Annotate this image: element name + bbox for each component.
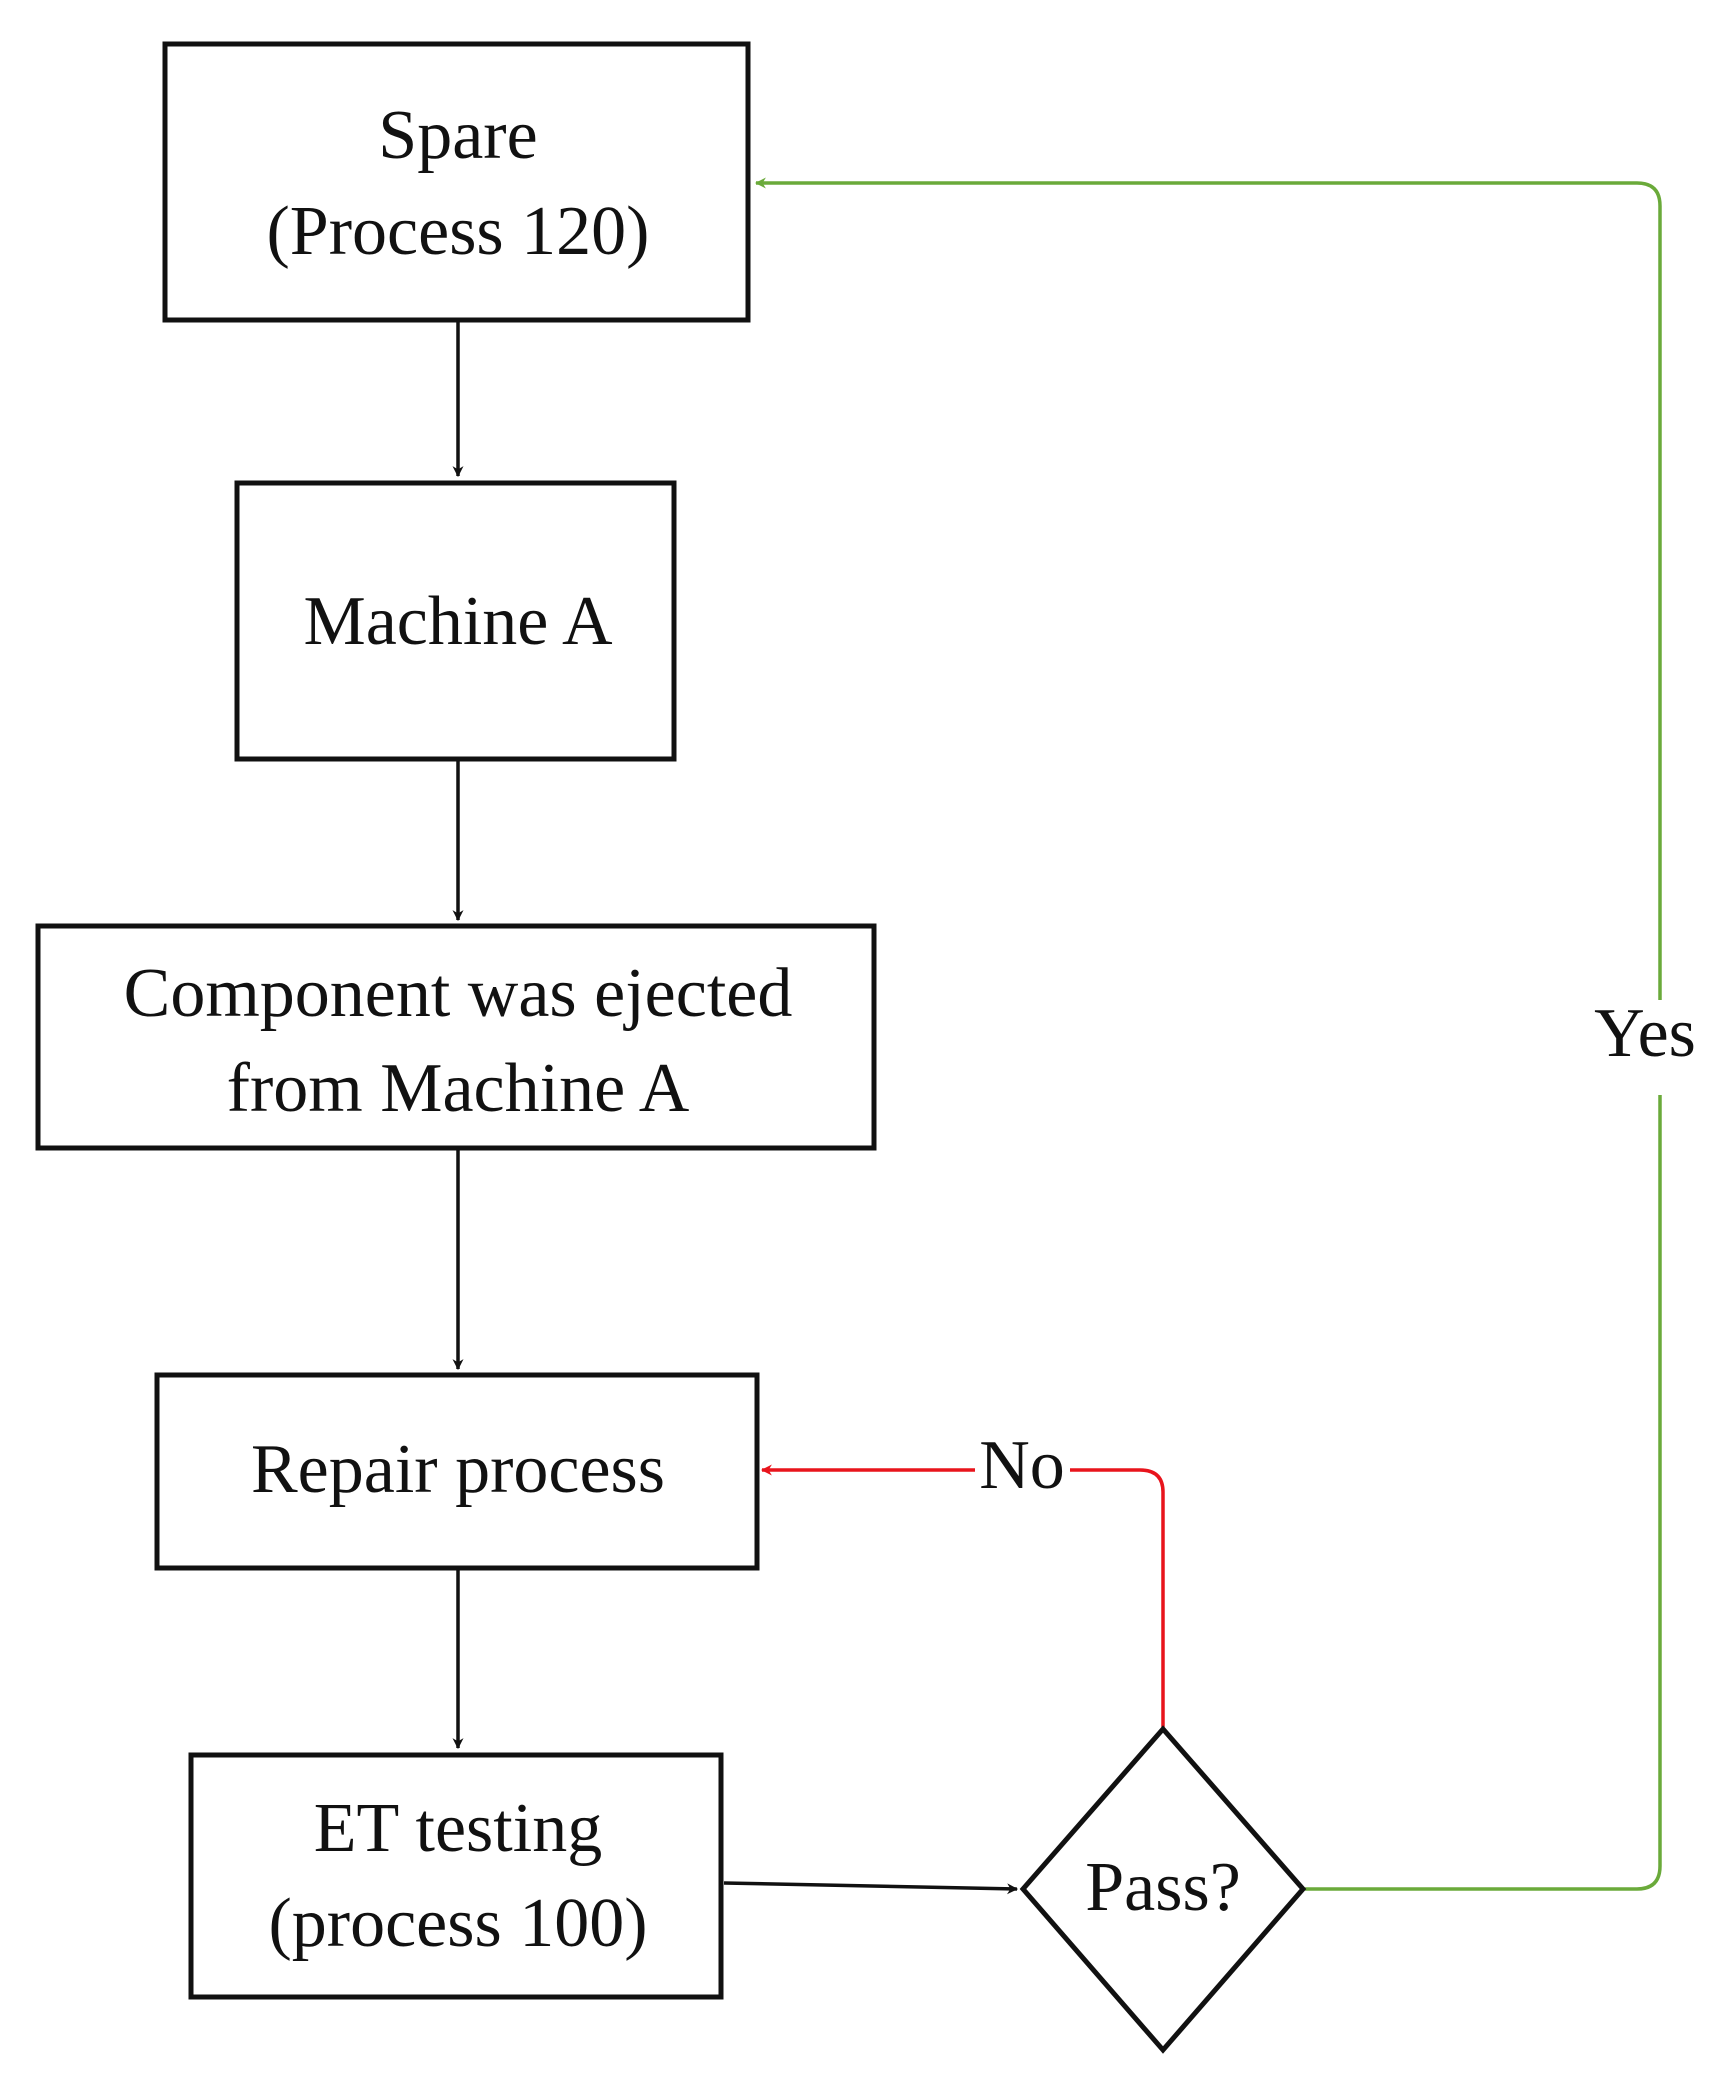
node-machine-a-line1: Machine A [303, 583, 613, 660]
node-ejected: Component was ejected from Machine A [35, 923, 877, 1151]
edge-no-decision-to-repair [760, 1464, 1165, 1727]
node-spare: Spare (Process 120) [162, 41, 751, 323]
no-label-bg [975, 1430, 1070, 1515]
node-spare-line1: Spare [378, 97, 537, 174]
yes-label: Yes [1594, 995, 1696, 1072]
node-et-testing-line1: ET testing [314, 1790, 602, 1867]
node-machine-a: Machine A [234, 480, 677, 762]
no-label: No [979, 1427, 1065, 1504]
node-decision-label: Pass? [1085, 1849, 1241, 1926]
node-ejected-line2: from Machine A [227, 1050, 690, 1127]
node-et-testing-line2: (process 100) [268, 1885, 647, 1962]
node-et-testing: ET testing (process 100) [188, 1752, 724, 2000]
node-spare-line2: (Process 120) [267, 193, 650, 270]
node-ejected-line1: Component was ejected [124, 955, 793, 1032]
node-decision: Pass? [1019, 1725, 1307, 2054]
node-repair: Repair process [154, 1372, 760, 1571]
node-repair-line1: Repair process [251, 1431, 665, 1508]
edge-et-testing-to-decision [723, 1881, 1019, 1895]
edge-yes-decision-to-spare [754, 177, 1662, 1891]
yes-label-bg [1590, 1000, 1730, 1095]
